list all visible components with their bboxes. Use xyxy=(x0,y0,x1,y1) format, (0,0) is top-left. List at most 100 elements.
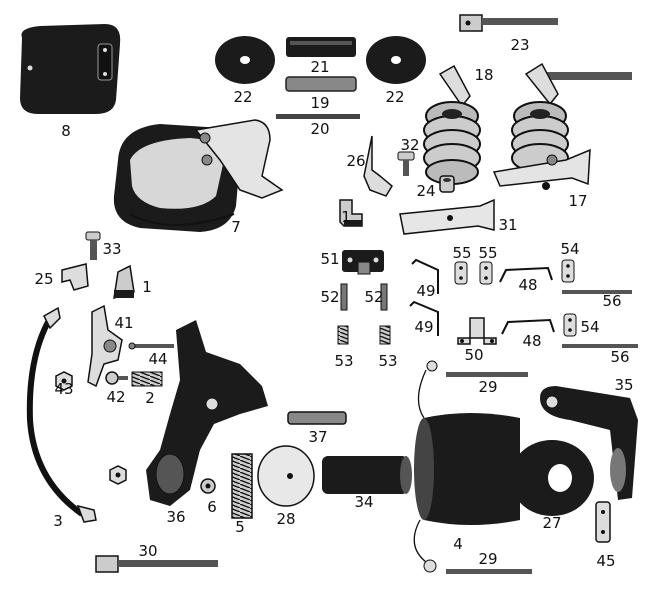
part-29-rod-upper xyxy=(446,372,528,377)
part-hex-nut xyxy=(109,465,127,485)
part-53-spring-right xyxy=(379,325,391,345)
part-43-nut xyxy=(55,371,73,391)
part-label-p43: 43 xyxy=(54,380,73,398)
part-label-p50: 50 xyxy=(464,346,483,364)
part-label-p49a: 49 xyxy=(416,282,435,300)
part-label-p41: 41 xyxy=(114,314,133,332)
part-label-p42: 42 xyxy=(106,388,125,406)
part-8-cover-plate xyxy=(20,24,121,114)
part-label-p1a: 1 xyxy=(341,208,351,226)
part-41-latch xyxy=(87,304,123,388)
part-label-p48a: 48 xyxy=(518,276,537,294)
part-label-p8: 8 xyxy=(61,122,71,140)
part-25-bracket xyxy=(61,263,89,291)
part-label-p33: 33 xyxy=(102,240,121,258)
part-52-pin-right xyxy=(380,283,388,311)
part-label-p45: 45 xyxy=(596,552,615,570)
part-label-p19: 19 xyxy=(310,94,329,112)
part-label-p36: 36 xyxy=(166,508,185,526)
part-5-spring xyxy=(231,453,253,519)
part-24-nut xyxy=(439,175,455,193)
part-label-p20: 20 xyxy=(310,120,329,138)
part-45-link xyxy=(595,501,611,543)
part-33-screw xyxy=(85,231,101,260)
part-32-screw xyxy=(397,151,415,176)
part-27-washer xyxy=(510,440,594,516)
part-56-rod-lower xyxy=(562,344,638,348)
part-50-terminal-plate xyxy=(457,317,497,345)
part-label-p23: 23 xyxy=(510,36,529,54)
part-label-p52a: 52 xyxy=(320,288,339,306)
part-label-p7: 7 xyxy=(231,218,241,236)
part-label-p30: 30 xyxy=(138,542,157,560)
part-2-spring xyxy=(131,371,163,387)
part-label-p28: 28 xyxy=(276,510,295,528)
part-label-p32: 32 xyxy=(400,136,419,154)
part-31-contact-arm xyxy=(399,198,495,235)
part-22-washer-right xyxy=(366,36,426,84)
part-54-plate-upper xyxy=(561,259,575,283)
part-18-spring-left xyxy=(423,64,481,185)
part-label-p35: 35 xyxy=(614,376,633,394)
part-label-p51: 51 xyxy=(320,250,339,268)
part-label-p52b: 52 xyxy=(364,288,383,306)
part-35-arm xyxy=(540,386,638,500)
part-label-p49b: 49 xyxy=(414,318,433,336)
part-17-spring-assembly xyxy=(492,62,632,190)
part-34-plunger xyxy=(322,456,412,494)
part-label-p6: 6 xyxy=(207,498,217,516)
part-label-p1b: 1 xyxy=(142,278,152,296)
part-49-bracket-upper xyxy=(411,258,439,294)
part-3-shunt-lead xyxy=(26,306,97,523)
part-23-bolt xyxy=(459,14,558,32)
part-54-plate-lower xyxy=(563,313,577,337)
part-label-p26: 26 xyxy=(346,152,365,170)
part-55-plate-right xyxy=(479,261,493,285)
part-48-bracket-lower xyxy=(501,318,555,335)
part-49-bracket-lower xyxy=(409,300,439,336)
part-36-frame xyxy=(146,320,268,506)
part-53-spring-left xyxy=(337,325,349,345)
part-51-terminal-block xyxy=(342,250,384,275)
part-6-stud xyxy=(200,478,216,494)
part-label-p53b: 53 xyxy=(378,352,397,370)
part-label-p48b: 48 xyxy=(522,332,541,350)
part-label-p44: 44 xyxy=(148,350,167,368)
part-22-washer-left xyxy=(215,36,275,84)
part-label-p34: 34 xyxy=(354,493,373,511)
part-42-screw xyxy=(105,371,128,385)
part-label-p17: 17 xyxy=(568,192,587,210)
part-label-p5: 5 xyxy=(235,518,245,536)
part-20-rod xyxy=(276,114,360,119)
part-label-p22a: 22 xyxy=(233,88,252,106)
part-label-p56a: 56 xyxy=(602,292,621,310)
part-label-p54a: 54 xyxy=(560,240,579,258)
part-label-p55b: 55 xyxy=(478,244,497,262)
part-label-p29a: 29 xyxy=(478,378,497,396)
part-label-p18: 18 xyxy=(474,66,493,84)
part-19-sleeve xyxy=(285,76,357,92)
part-label-p37: 37 xyxy=(308,428,327,446)
part-37-sleeve xyxy=(287,411,347,425)
part-label-p29b: 29 xyxy=(478,550,497,568)
part-label-p27: 27 xyxy=(542,514,561,532)
part-28-disc xyxy=(257,445,315,507)
part-label-p56b: 56 xyxy=(610,348,629,366)
part-label-p4: 4 xyxy=(453,535,463,553)
part-4-coil xyxy=(413,360,520,573)
part-29-rod-lower xyxy=(446,569,532,574)
part-1-contact-upper xyxy=(339,199,363,227)
part-label-p31: 31 xyxy=(498,216,517,234)
part-56-rod-upper xyxy=(562,290,632,294)
part-55-plate-left xyxy=(454,261,468,285)
part-48-bracket-upper xyxy=(499,266,553,283)
part-label-p22b: 22 xyxy=(385,88,404,106)
part-30-bolt xyxy=(95,555,218,573)
part-label-p3: 3 xyxy=(53,512,63,530)
part-26-contact-finger xyxy=(363,135,393,197)
part-7-housing xyxy=(113,119,284,232)
part-label-p25: 25 xyxy=(34,270,53,288)
